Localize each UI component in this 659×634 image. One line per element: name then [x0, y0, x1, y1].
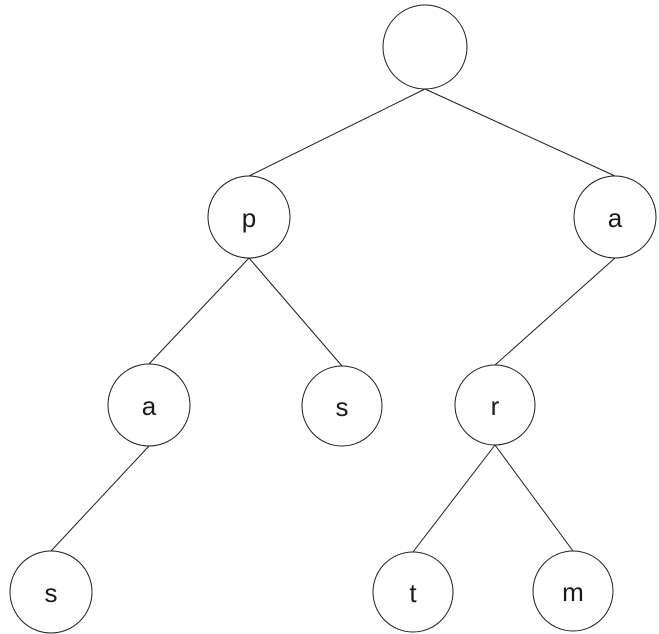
node-circle-s-bottom	[9, 550, 93, 634]
node-label-r: r	[491, 391, 500, 421]
node-label-s-mid: s	[336, 392, 349, 422]
tree-edge-r-t	[412, 444, 496, 553]
tree-node-root	[382, 4, 468, 90]
node-circle-r	[454, 364, 536, 446]
node-circle-root	[382, 4, 468, 90]
tree-node-r: r	[454, 364, 536, 446]
node-circle-m	[532, 550, 614, 632]
node-label-s-bottom: s	[45, 578, 58, 608]
node-circle-a-left	[107, 363, 191, 447]
tree-node-s-bottom: s	[9, 550, 93, 634]
tree-node-p: p	[207, 175, 291, 259]
node-circle-t	[372, 551, 454, 633]
node-label-t: t	[409, 578, 417, 608]
tree-node-t: t	[372, 551, 454, 633]
node-label-m: m	[562, 577, 584, 607]
node-label-p: p	[242, 203, 256, 233]
node-circle-p	[207, 175, 291, 259]
tree-node-s-mid: s	[301, 365, 383, 447]
node-circle-a-right	[573, 175, 657, 259]
tree-node-a-left: a	[107, 363, 191, 447]
node-circle-s-mid	[301, 365, 383, 447]
tree-edge-root-a-right	[424, 88, 616, 177]
tree-edge-p-a-left	[148, 257, 250, 365]
tree-edge-a-right-r	[494, 257, 616, 366]
tree-edge-a-left-s-bottom	[50, 445, 150, 552]
tree-edge-root-p	[248, 88, 426, 177]
node-label-a-left: a	[142, 391, 157, 421]
tree-edge-r-m	[494, 444, 574, 552]
tree-edge-p-s-mid	[248, 257, 343, 367]
tree-node-m: m	[532, 550, 614, 632]
node-label-a-right: a	[608, 203, 623, 233]
tree-node-a-right: a	[573, 175, 657, 259]
